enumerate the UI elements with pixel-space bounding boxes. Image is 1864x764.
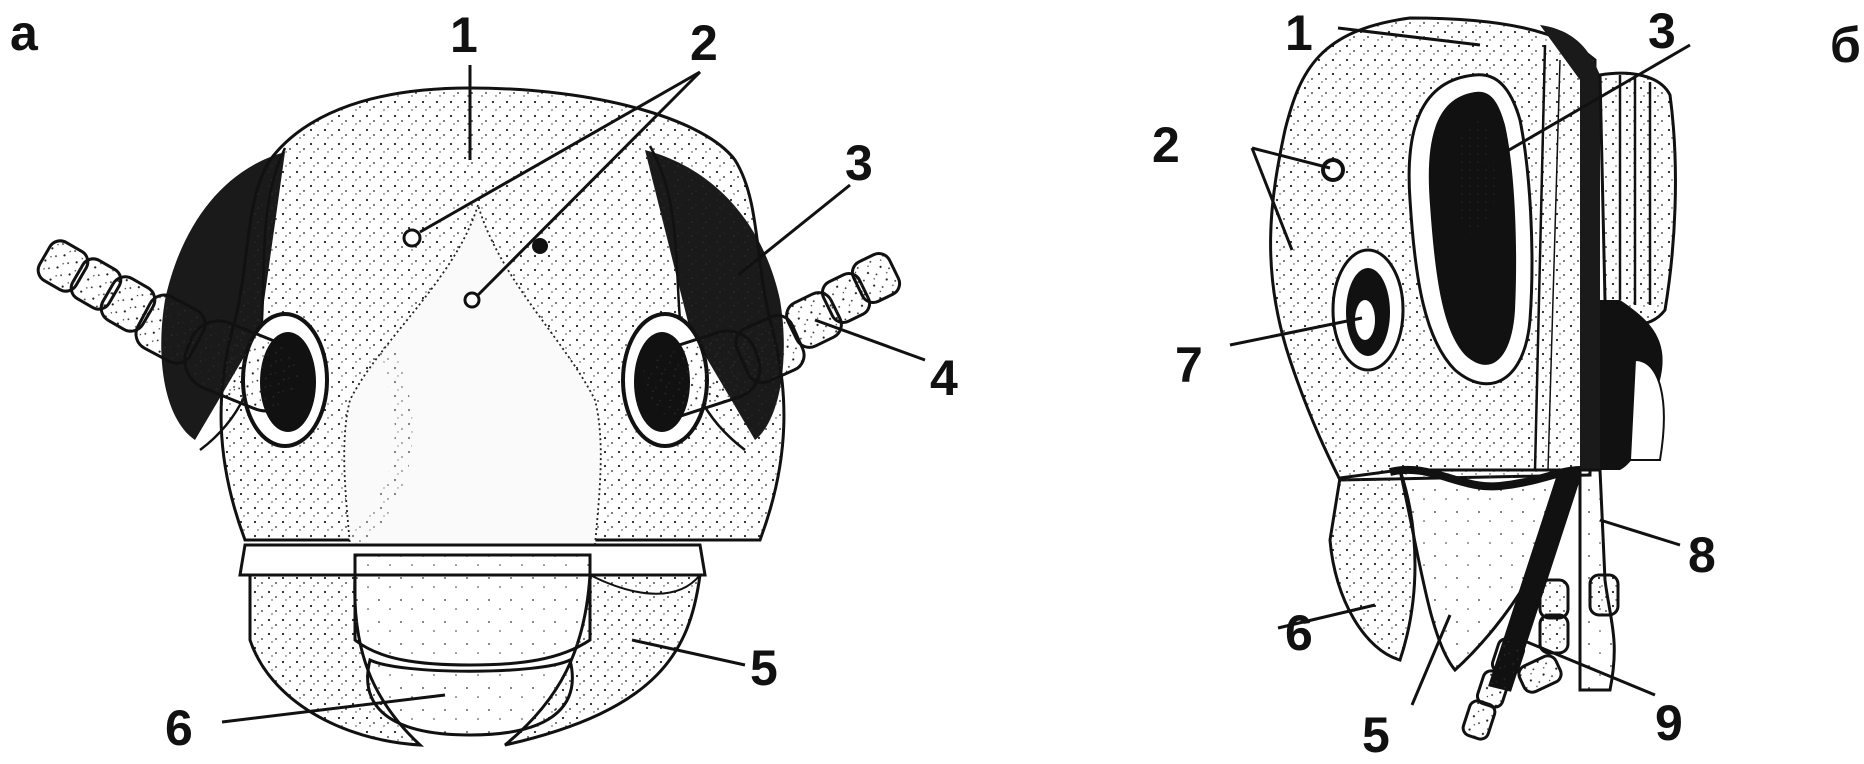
side-label-9: 9	[1655, 695, 1683, 751]
side-label-8: 8	[1688, 527, 1716, 583]
front-label-4: 4	[930, 350, 958, 406]
front-view: a 1 2 3 4 5 6	[10, 5, 958, 756]
panel-letter-b: б	[1830, 17, 1861, 73]
side-label-7: 7	[1175, 337, 1203, 393]
side-gena	[1330, 470, 1415, 660]
front-label-6: 6	[165, 700, 193, 756]
ocellus-median	[465, 293, 479, 307]
side-label-6: 6	[1285, 605, 1313, 661]
side-label-1: 1	[1285, 5, 1313, 61]
side-ocellus	[1323, 160, 1343, 180]
panel-letter-a: a	[10, 5, 39, 61]
side-label-3: 3	[1648, 3, 1676, 59]
front-label-5: 5	[750, 640, 778, 696]
front-label-3: 3	[845, 135, 873, 191]
side-neck-plates	[1600, 73, 1675, 470]
side-label-5: 5	[1362, 707, 1390, 759]
front-label-2: 2	[690, 15, 718, 71]
side-label-2: 2	[1152, 117, 1180, 173]
ocellus-left	[404, 230, 420, 246]
labrum	[355, 555, 590, 665]
front-label-1: 1	[450, 7, 478, 63]
side-view: б 1 2 3 7 6 5 8 9	[1152, 3, 1861, 759]
labium	[368, 660, 573, 735]
